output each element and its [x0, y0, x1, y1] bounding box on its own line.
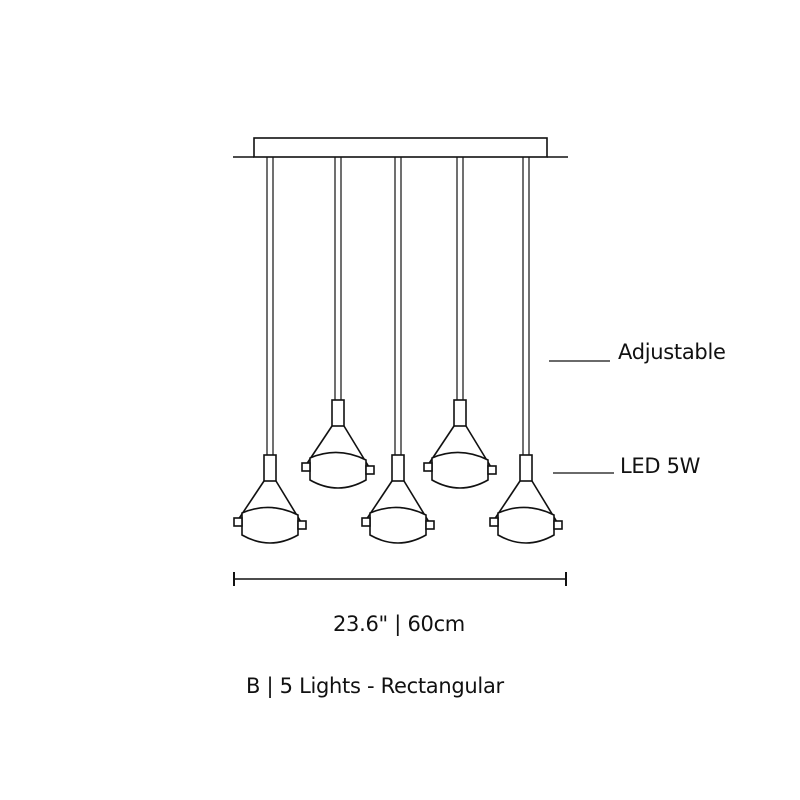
- pendant-5: [489, 454, 563, 544]
- pendant-4: [423, 399, 497, 489]
- adjustable-label: Adjustable: [618, 340, 726, 364]
- pendant-2: [301, 399, 375, 489]
- product-caption: B | 5 Lights - Rectangular: [246, 674, 504, 698]
- suspension-cords: [266, 157, 530, 455]
- led-label: LED 5W: [620, 454, 701, 478]
- width-dimension-line: [233, 572, 567, 586]
- width-dimension-label: 23.6" | 60cm: [333, 612, 465, 636]
- pendant-1: [233, 454, 307, 544]
- ceiling-canopy: [233, 137, 568, 158]
